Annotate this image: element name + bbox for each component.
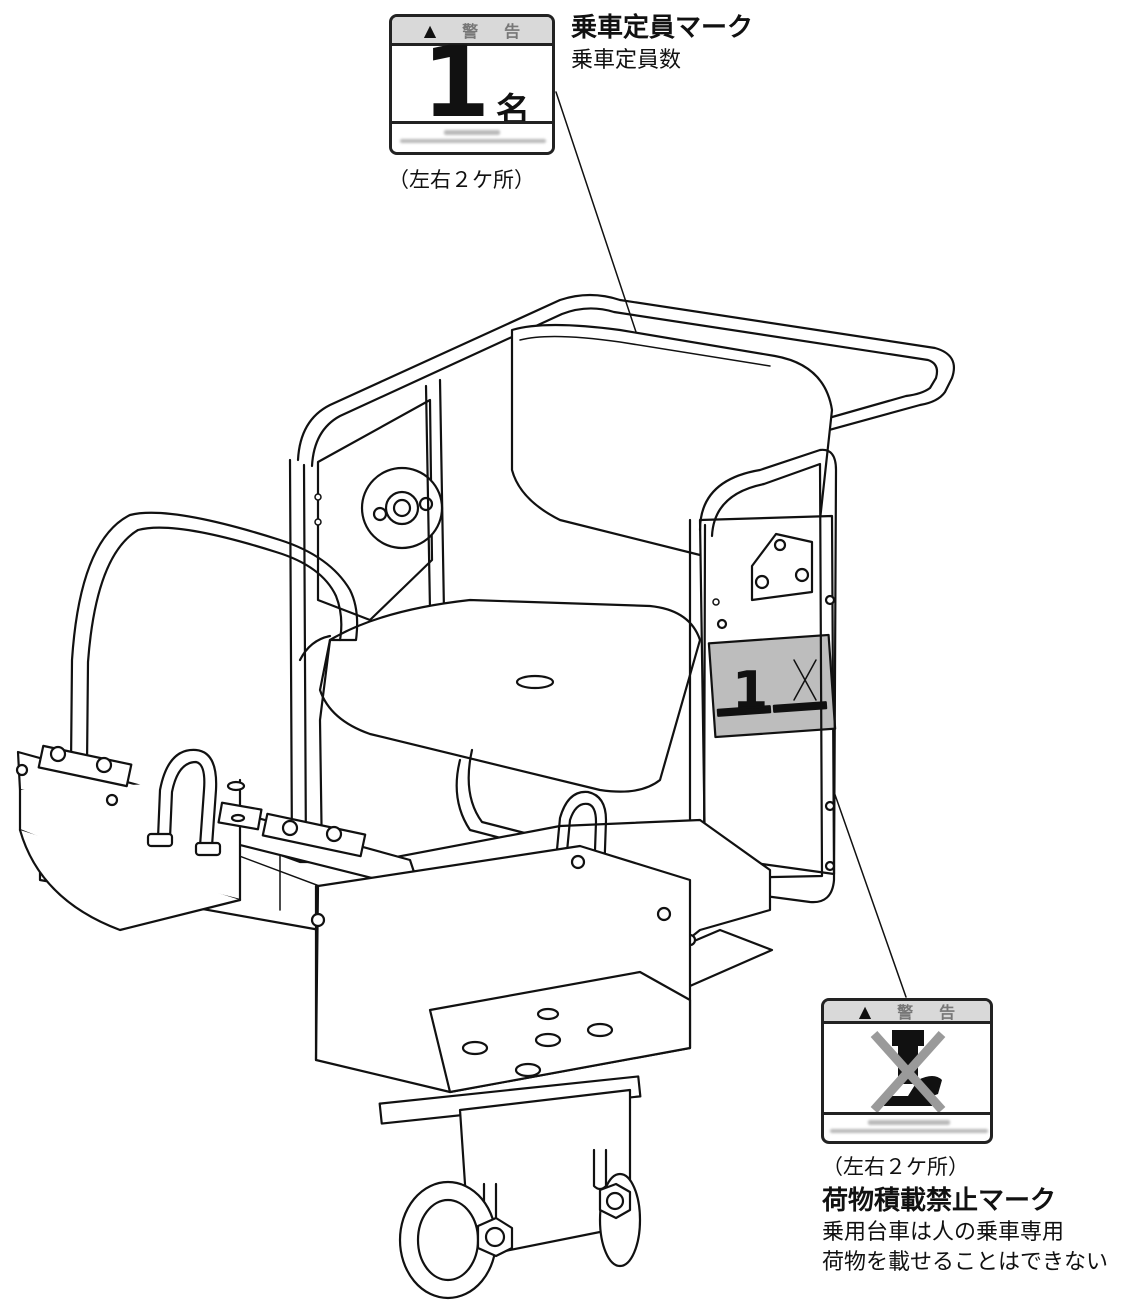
- no-load-label-title: 荷物積載禁止マーク: [822, 1186, 1057, 1216]
- seat-warning-plate: [707, 633, 837, 739]
- warning-bar: ▲ 警 告: [392, 17, 552, 46]
- no-load-leader-line: [805, 711, 907, 998]
- no-load-sticker: ▲ 警 告: [821, 998, 993, 1144]
- warning-bar: ▲ 警 告: [824, 1001, 990, 1024]
- sticker-footer: [392, 121, 552, 152]
- capacity-sticker: ▲ 警 告 1 名: [389, 14, 555, 155]
- no-load-label-description-1: 乗用台車は人の乗車専用: [822, 1220, 1065, 1245]
- capacity-label-description: 乗車定員数: [571, 48, 682, 73]
- warning-char-2: 告: [504, 22, 521, 41]
- warning-triangle-icon: ▲: [858, 1001, 872, 1021]
- no-load-label-description-2: 荷物を載せることはできない: [822, 1250, 1109, 1275]
- capacity-label-location: （左右２ケ所）: [388, 168, 535, 192]
- no-load-label-location: （左右２ケ所）: [822, 1155, 969, 1179]
- capacity-leader-line: [555, 91, 749, 669]
- capacity-number: 1: [422, 26, 491, 140]
- warning-char-2: 告: [939, 1003, 956, 1022]
- seat-plate-number: 1: [732, 661, 768, 721]
- capacity-label-title: 乗車定員マーク: [571, 13, 754, 43]
- sticker-footer: [824, 1112, 990, 1141]
- warning-char-1: 警: [462, 22, 479, 41]
- no-load-pictogram-icon: [870, 1030, 946, 1114]
- warning-triangle-icon: ▲: [423, 20, 437, 40]
- warning-char-1: 警: [897, 1003, 914, 1022]
